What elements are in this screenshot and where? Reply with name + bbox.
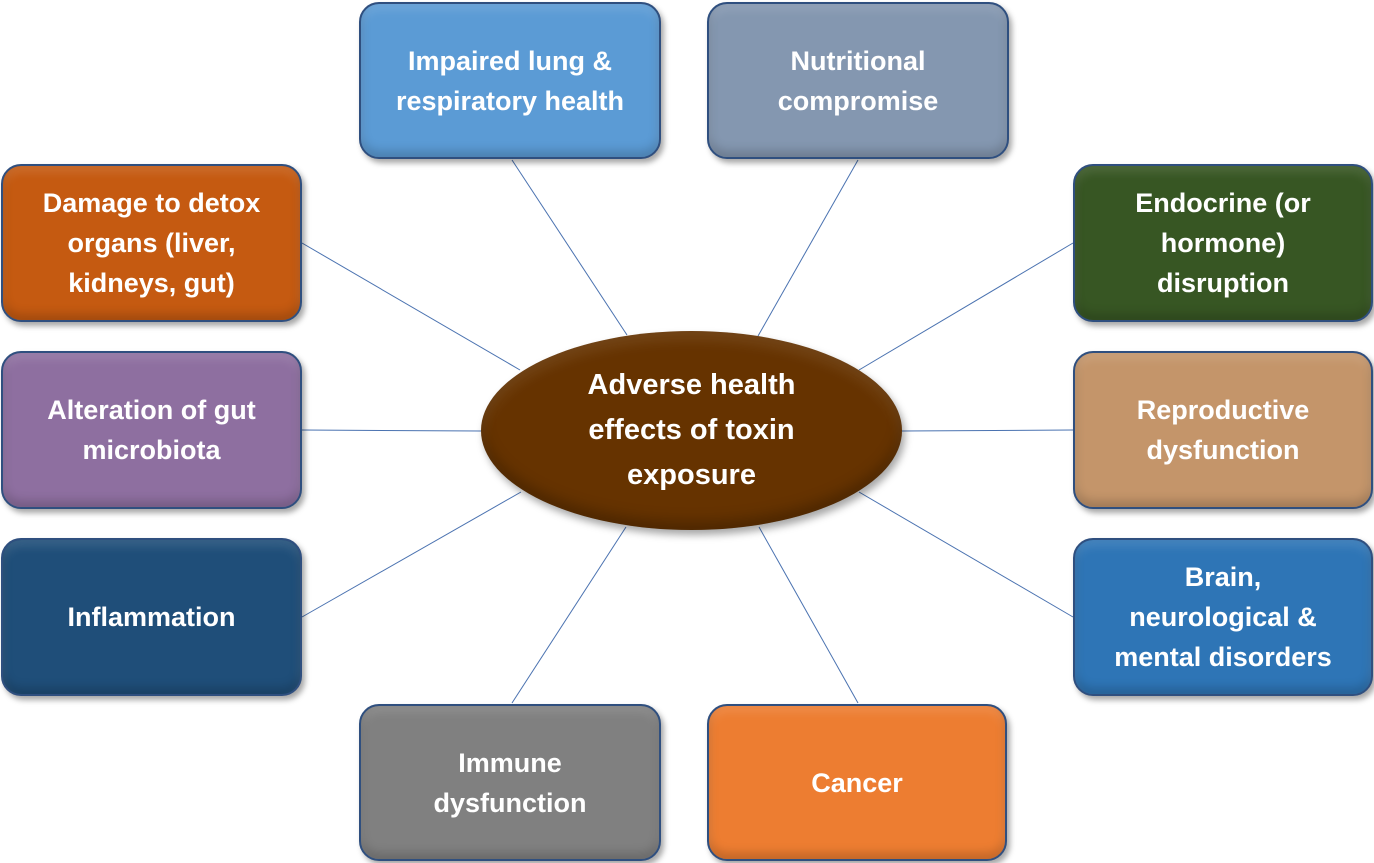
connector-immune: [511, 526, 627, 704]
node-label-line: respiratory health: [395, 85, 625, 116]
node-label-line: Reproductive: [1136, 395, 1310, 425]
connector-detox: [301, 242, 521, 371]
node-gut-microbiota: Alteration of gut microbiota: [1, 351, 302, 509]
connector-nutrition: [757, 159, 859, 337]
node-label-line: Immune: [458, 747, 562, 778]
node-inflammation: Inflammation: [1, 538, 302, 696]
node-label-line: Nutritional: [790, 45, 926, 76]
node-label-line: Impaired lung &: [407, 45, 612, 76]
node-label-line: dysfunction: [1146, 435, 1300, 465]
node-label-line: Alteration of gut: [47, 395, 256, 425]
central-topic: Adverse health effects of toxin exposure: [481, 331, 902, 530]
connector-endocrine: [858, 242, 1074, 371]
connector-lung: [511, 159, 628, 336]
node-endocrine-disruption: Endocrine (or hormone) disruption: [1073, 164, 1373, 322]
connector-cancer: [758, 526, 859, 704]
central-topic-line: Adverse health: [587, 369, 796, 401]
node-reproductive-dysfunction: Reproductive dysfunction: [1073, 351, 1373, 509]
node-nutritional-compromise: Nutritional compromise: [707, 2, 1009, 159]
central-topic-line: exposure: [627, 459, 756, 491]
node-label-line: Inflammation: [67, 602, 236, 632]
node-label-line: kidneys, gut): [68, 268, 235, 298]
node-label-line: Endocrine (or: [1135, 188, 1311, 218]
node-detox-organ-damage: Damage to detox organs (liver, kidneys, …: [1, 164, 302, 322]
node-label-line: mental disorders: [1114, 642, 1332, 672]
node-label-line: hormone): [1160, 228, 1286, 258]
connector-brain: [858, 491, 1074, 618]
node-lung-respiratory-health: Impaired lung & respiratory health: [359, 2, 661, 159]
node-label-line: organs (liver,: [67, 228, 236, 258]
connector-inflammation: [301, 491, 522, 618]
node-immune-dysfunction: Immune dysfunction: [359, 704, 661, 861]
node-label-line: compromise: [777, 85, 939, 116]
node-label-line: dysfunction: [433, 787, 587, 818]
connector-gut: [301, 429, 482, 432]
node-label-line: Cancer: [811, 767, 903, 798]
node-label-line: Damage to detox: [42, 188, 261, 218]
node-label-line: disruption: [1157, 268, 1289, 298]
node-cancer: Cancer: [707, 704, 1007, 861]
node-label-line: microbiota: [82, 435, 221, 465]
node-brain-neurological-mental: Brain, neurological & mental disorders: [1073, 538, 1373, 696]
node-label-line: neurological &: [1129, 602, 1317, 632]
connector-reproductive: [901, 429, 1074, 432]
node-label-line: Brain,: [1184, 562, 1262, 592]
central-topic-line: effects of toxin: [588, 414, 795, 446]
